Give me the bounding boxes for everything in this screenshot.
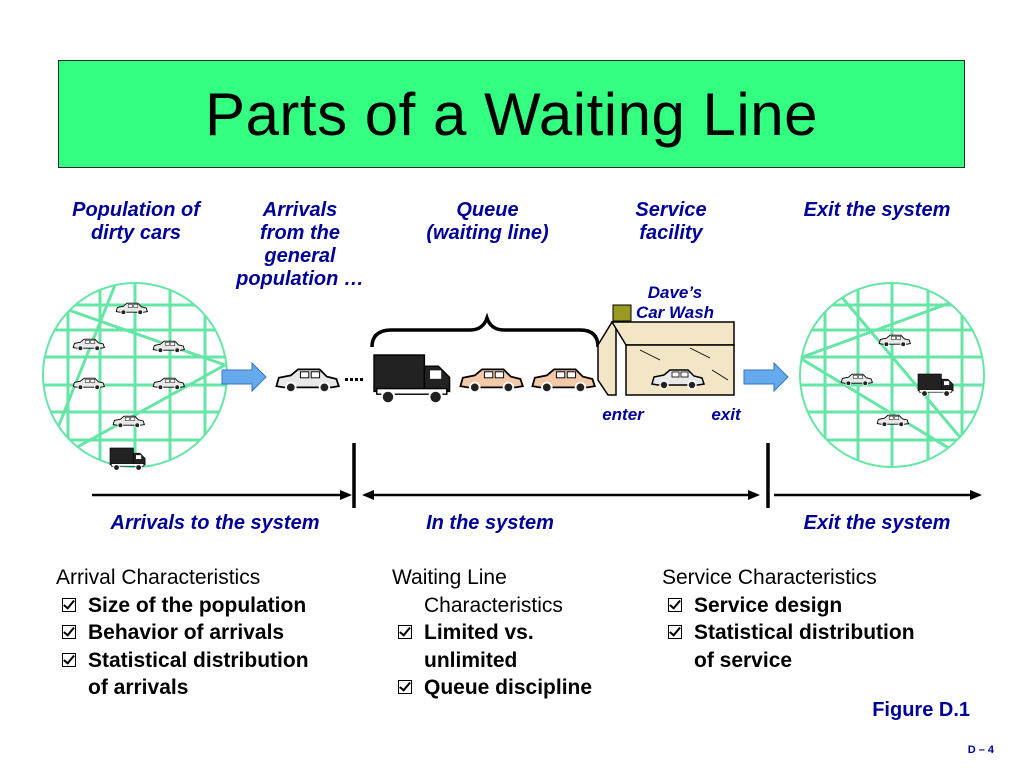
list-item-continuation: unlimited — [424, 648, 518, 672]
slide-number: D – 4 — [967, 744, 994, 756]
list-item: Size of the population — [56, 592, 376, 620]
checkbox-icon — [398, 680, 412, 694]
timeline — [92, 443, 982, 508]
queue-truck — [372, 353, 451, 405]
queue-car-2 — [531, 368, 596, 394]
ellipsis-dots — [345, 378, 363, 381]
arrival-arrow — [221, 361, 267, 393]
title-banner: Parts of a Waiting Line — [58, 60, 965, 168]
service-facility-label: Service facility — [635, 199, 707, 244]
queue-label: Queue (waiting line) — [426, 199, 549, 244]
figure-caption: Figure D.1 — [872, 699, 970, 721]
car-wash-building — [597, 304, 735, 396]
slide-title: Parts of a Waiting Line — [205, 80, 818, 148]
list-item: Statistical distribution — [56, 647, 376, 675]
population-circle-right — [799, 282, 985, 468]
list-item: Queue discipline — [392, 674, 652, 702]
list-item: Limited vs. — [392, 619, 652, 647]
exit-label: exit — [711, 405, 741, 424]
queue-brace — [370, 312, 600, 348]
waiting-line-characteristics: Waiting Line Characteristics Limited vs.… — [392, 564, 652, 702]
checkbox-icon — [62, 597, 76, 612]
service-characteristics: Service Characteristics Service design S… — [662, 564, 982, 674]
column-heading: Service Characteristics — [662, 566, 877, 589]
checkbox-icon — [668, 597, 682, 612]
checkbox-icon — [398, 625, 412, 639]
column-heading: Waiting Line — [392, 566, 507, 589]
timeline-arrivals-label: Arrivals to the system — [110, 512, 320, 534]
car-wash-sign: Dave’s Car Wash — [635, 283, 715, 322]
checkbox-icon — [668, 625, 682, 639]
list-item-continuation: of arrivals — [88, 676, 189, 699]
list-item-continuation: of service — [694, 648, 793, 672]
population-label: Population of dirty cars — [72, 199, 200, 244]
column-heading: Arrival Characteristics — [56, 566, 261, 589]
checkbox-icon — [62, 625, 76, 639]
list-item: Statistical distribution — [662, 619, 982, 647]
column-heading-continuation: Characteristics — [424, 593, 563, 617]
timeline-exit-label: Exit the system — [803, 512, 951, 534]
arriving-car — [275, 368, 340, 394]
timeline-in-system-label: In the system — [426, 512, 554, 534]
list-item: Service design — [662, 592, 982, 620]
population-circle-left — [42, 282, 228, 471]
enter-label: enter — [602, 405, 644, 424]
arrival-characteristics: Arrival Characteristics Size of the popu… — [56, 564, 376, 702]
exit-system-label-top: Exit the system — [803, 199, 951, 221]
exit-arrow — [743, 361, 789, 393]
arrivals-label: Arrivals from the general population … — [236, 199, 364, 290]
queue-car-1 — [459, 368, 524, 394]
checkbox-icon — [62, 652, 76, 667]
list-item: Behavior of arrivals — [56, 619, 376, 647]
